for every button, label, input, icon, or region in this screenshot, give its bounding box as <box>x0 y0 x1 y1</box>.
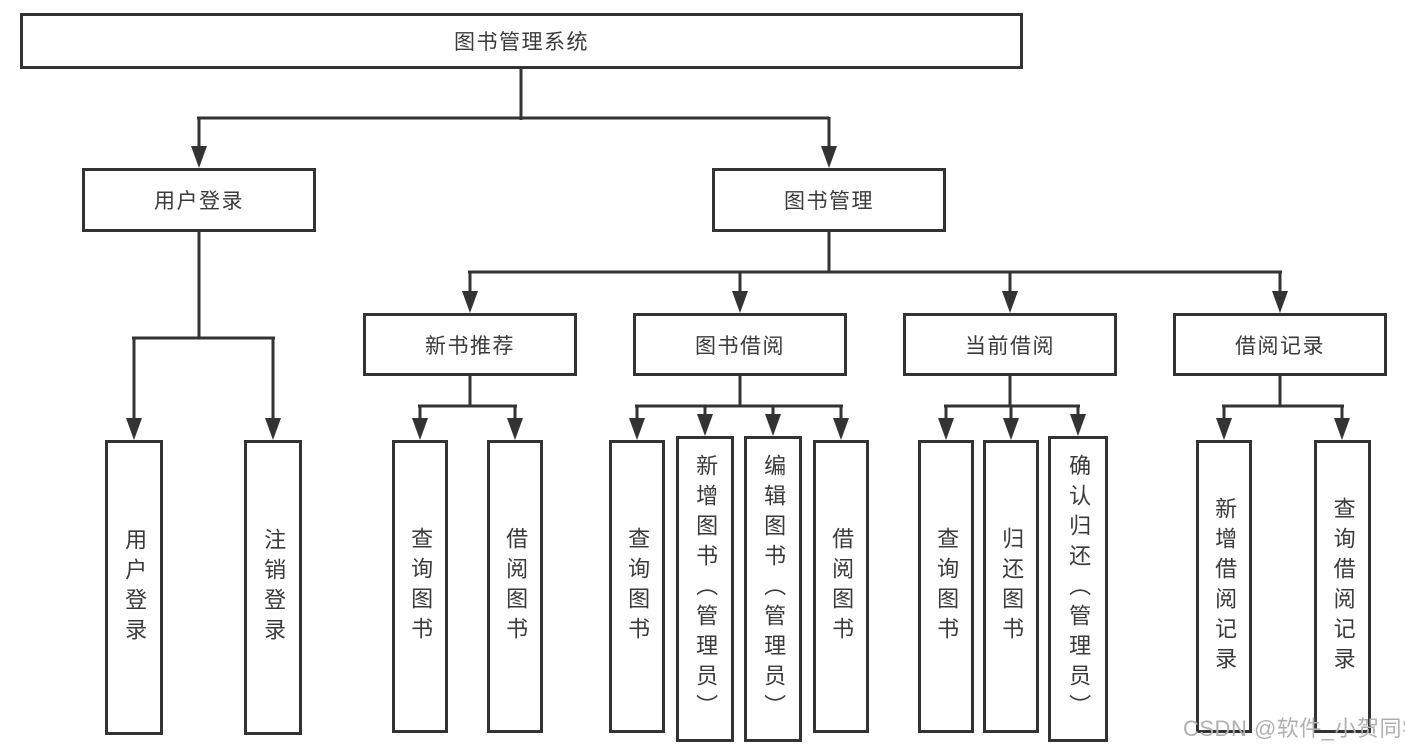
node-new-book-recommend: 新书推荐 <box>363 313 577 376</box>
leaf-records-query-label: 查询借阅记录 <box>1330 496 1356 677</box>
arrow-down-icon <box>732 291 748 313</box>
leaf-borrow-add-admin: 新增图书（管理员） <box>676 436 734 742</box>
node-root-label: 图书管理系统 <box>454 31 589 54</box>
csdn-watermark: CSDN @软件_小贺同学 <box>1183 716 1405 741</box>
node-book-borrow-label: 图书借阅 <box>695 334 785 358</box>
leaf-current-confirm-admin: 确认归还（管理员） <box>1048 436 1108 742</box>
leaf-current-return: 归还图书 <box>983 440 1039 733</box>
leaf-current-return-label: 归还图书 <box>999 526 1025 647</box>
arrow-down-icon <box>1003 418 1019 440</box>
arrow-down-icon <box>1216 418 1232 440</box>
arrow-down-icon <box>265 418 281 440</box>
arrow-down-icon <box>697 414 713 436</box>
leaf-current-confirm-admin-label: 确认归还（管理员） <box>1066 454 1092 724</box>
node-user-login: 用户登录 <box>82 168 316 232</box>
node-user-login-label: 用户登录 <box>154 190 244 213</box>
leaf-newbook-query-label: 查询图书 <box>408 526 434 647</box>
leaf-borrow-add-admin-label: 新增图书（管理员） <box>693 454 719 724</box>
arrow-down-icon <box>126 418 142 440</box>
node-current-borrow: 当前借阅 <box>903 313 1117 376</box>
leaf-records-add: 新增借阅记录 <box>1196 440 1252 733</box>
leaf-newbook-query: 查询图书 <box>392 440 448 733</box>
leaf-newbook-borrow: 借阅图书 <box>487 440 543 733</box>
leaf-logout-label: 注销登录 <box>261 527 287 648</box>
leaf-borrow-query: 查询图书 <box>609 440 665 733</box>
leaf-newbook-borrow-label: 借阅图书 <box>503 526 529 647</box>
leaf-current-query-label: 查询图书 <box>934 526 960 647</box>
arrow-down-icon <box>1002 291 1018 313</box>
leaf-borrow-edit-admin-label: 编辑图书（管理员） <box>761 454 787 724</box>
arrow-down-icon <box>765 414 781 436</box>
leaf-borrow-borrow: 借阅图书 <box>813 440 869 733</box>
node-borrow-records: 借阅记录 <box>1173 313 1387 376</box>
arrow-down-icon <box>1272 291 1288 313</box>
arrow-down-icon <box>821 146 837 168</box>
leaf-borrow-borrow-label: 借阅图书 <box>829 526 855 647</box>
node-book-borrow: 图书借阅 <box>633 313 847 376</box>
leaf-logout: 注销登录 <box>244 440 302 735</box>
arrow-down-icon <box>833 418 849 440</box>
leaf-records-query: 查询借阅记录 <box>1314 440 1371 733</box>
arrow-down-icon <box>1334 418 1350 440</box>
node-new-book-recommend-label: 新书推荐 <box>425 334 515 358</box>
leaf-current-query: 查询图书 <box>918 440 974 733</box>
arrow-down-icon <box>462 291 478 313</box>
arrow-down-icon <box>412 418 428 440</box>
leaf-borrow-edit-admin: 编辑图书（管理员） <box>744 436 802 742</box>
leaf-borrow-query-label: 查询图书 <box>625 526 651 647</box>
leaf-records-add-label: 新增借阅记录 <box>1212 496 1238 677</box>
arrow-down-icon <box>938 418 954 440</box>
node-root: 图书管理系统 <box>20 13 1023 69</box>
node-book-management: 图书管理 <box>712 168 946 232</box>
leaf-user-login-label: 用户登录 <box>122 527 148 648</box>
node-book-management-label: 图书管理 <box>784 190 874 213</box>
node-current-borrow-label: 当前借阅 <box>965 334 1055 358</box>
arrow-down-icon <box>629 418 645 440</box>
arrow-down-icon <box>191 146 207 168</box>
leaf-user-login: 用户登录 <box>105 440 163 735</box>
arrow-down-icon <box>507 418 523 440</box>
node-borrow-records-label: 借阅记录 <box>1235 334 1325 358</box>
arrow-down-icon <box>1070 414 1086 436</box>
